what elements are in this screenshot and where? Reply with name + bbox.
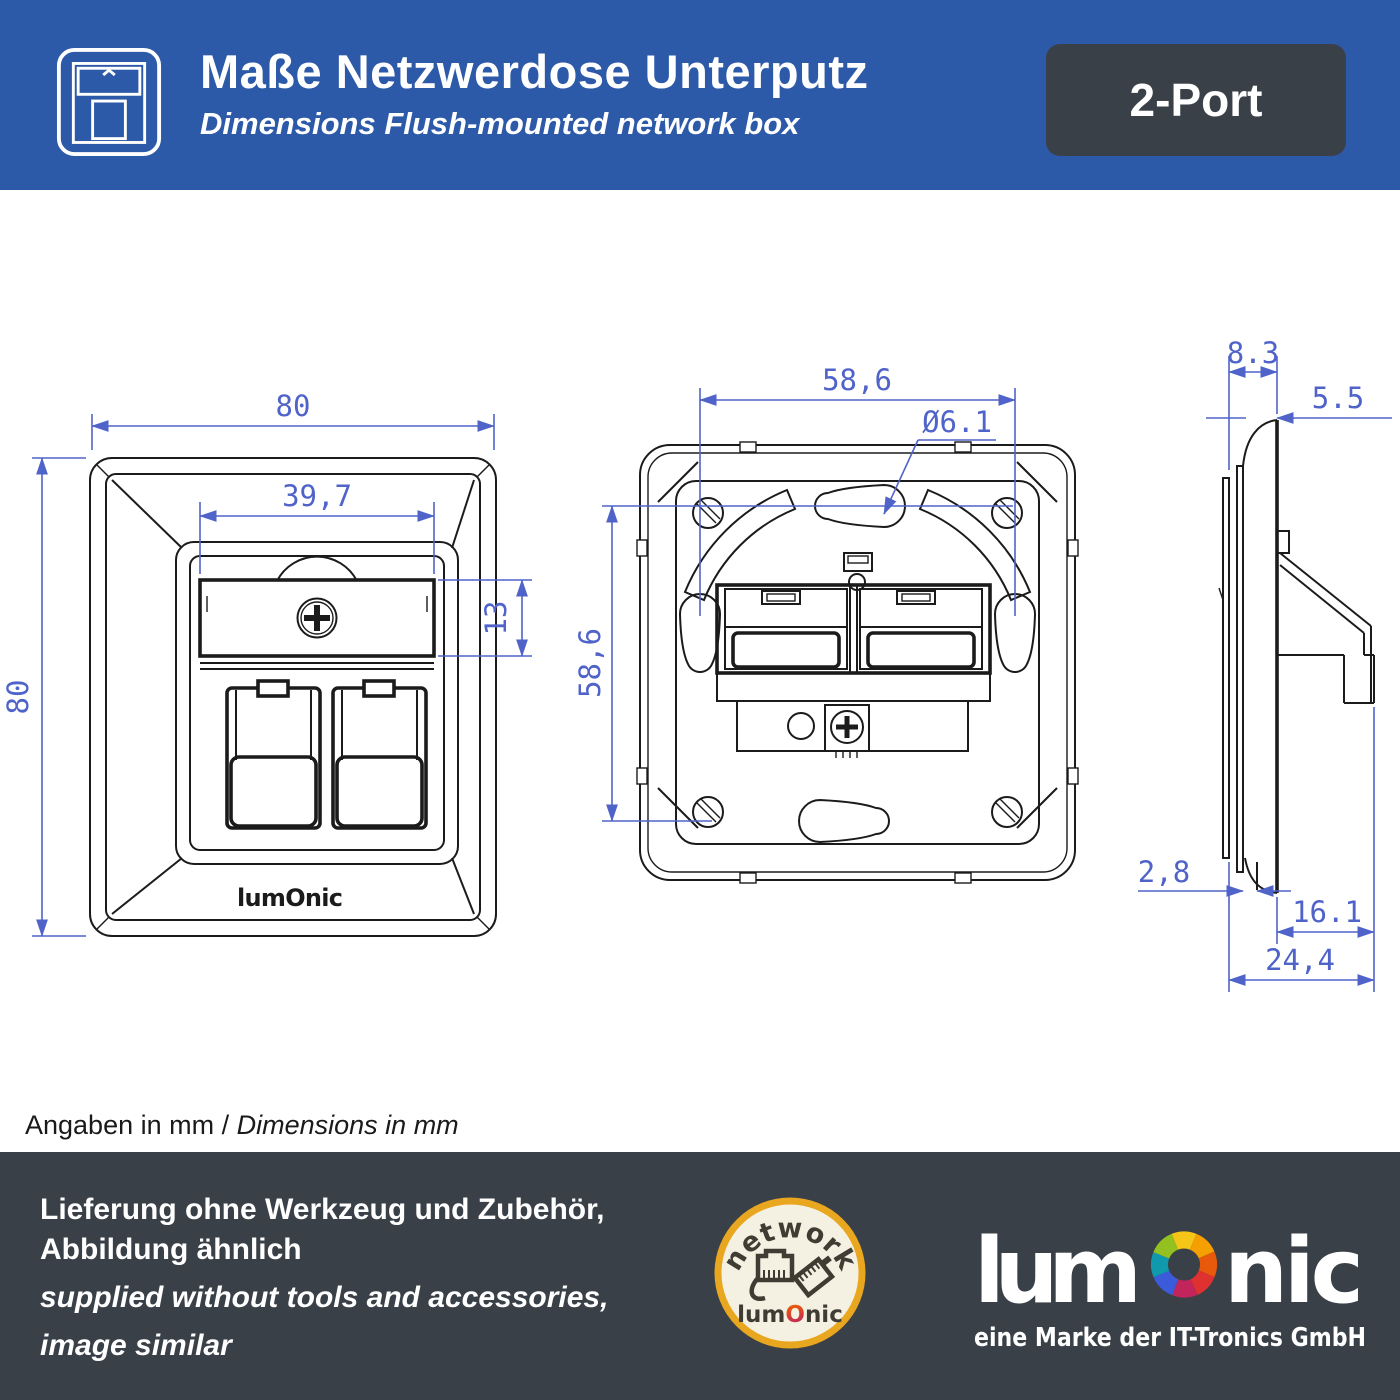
logo-text-post: nic [1224,1219,1364,1324]
port-count-badge: 2-Port [1046,44,1346,156]
front-shutter-right [331,679,428,830]
front-view: lumOnic 80 80 39,7 [1,389,532,937]
side-view: 8.3 5.5 2,8 16.1 [1138,336,1392,992]
page-title: Maße Netzwerdose Unterputz [200,45,869,98]
rj45-plug-icon [749,1248,836,1302]
footer-line2-en: image similar [40,1329,232,1362]
side-dim-lip-label: 2,8 [1138,855,1190,889]
back-view: 58,6 Ø6.1 58,6 [573,363,1079,884]
logo-rainbow-o [1151,1231,1217,1298]
front-dim-height-label: 80 [1,680,35,715]
front-screw [296,597,338,639]
header-banner: Maße Netzwerdose Unterputz Dimensions Fl… [0,0,1400,190]
front-brand-text: lumOnic [237,884,343,912]
front-dim-window-height-label: 13 [479,601,513,636]
side-dim-depth-label: 24,4 [1265,943,1335,977]
side-dim-claw-label: 16.1 [1292,895,1362,929]
units-note-de: Angaben in mm [25,1110,215,1140]
technical-drawing: lumOnic 80 80 39,7 [1,336,1392,992]
port-count-label: 2-Port [1129,74,1263,126]
lumonic-logo: lum nic eine Marke der IT-Tronics GmbH [974,1219,1366,1353]
footer-line1-de: Lieferung ohne Werkzeug und Zubehör, [40,1193,605,1226]
front-dim-window-width-label: 39,7 [282,479,352,513]
front-dim-width-label: 80 [276,389,311,423]
page-subtitle: Dimensions Flush-mounted network box [200,106,800,141]
back-dim-spacing-h-label: 58,6 [822,363,892,397]
front-dim-window-width [199,502,435,574]
front-dim-window-height [438,579,532,657]
footer-line2-de: Abbildung ähnlich [40,1233,302,1266]
units-note: Angaben in mm / Dimensions in mm [25,1110,459,1141]
back-screw-holes [692,497,1023,828]
badge-brand-post: nic [805,1302,843,1328]
side-dim-depth [1228,862,1375,992]
back-dim-spacing-v [602,505,1013,822]
side-dim-frame-label: 8.3 [1227,336,1279,370]
back-dim-hole-label: Ø6.1 [922,405,992,439]
network-badge: network [714,1197,866,1349]
footer-disclaimer: Lieferung ohne Werkzeug und Zubehör, Abb… [40,1190,608,1366]
side-dim-claw [1276,707,1375,992]
front-shutter-left [225,679,322,830]
units-note-separator: / [214,1110,237,1140]
svg-text:lumOnic: lumOnic [737,1302,843,1328]
back-module-block [715,583,992,758]
network-socket-icon [56,48,162,156]
back-dim-hole-leader [883,439,996,515]
back-dim-spacing-h [699,388,1016,616]
back-dim-spacing-v-label: 58,6 [573,628,607,698]
side-dim-face-label: 5.5 [1312,381,1364,415]
badge-brand-pre: lum [737,1302,785,1328]
footer-line1-en: supplied without tools and accessories, [40,1281,609,1314]
units-note-en: Dimensions in mm [236,1110,459,1140]
front-dim-height [32,457,86,937]
footer-banner: Lieferung ohne Werkzeug und Zubehör, Abb… [0,1152,1400,1400]
front-dim-width [91,414,495,450]
logo-tagline: eine Marke der IT-Tronics GmbH [974,1323,1366,1353]
side-dim-frame [1228,356,1278,470]
badge-brand-o: O [785,1302,805,1328]
logo-text-pre: lum [974,1219,1142,1324]
